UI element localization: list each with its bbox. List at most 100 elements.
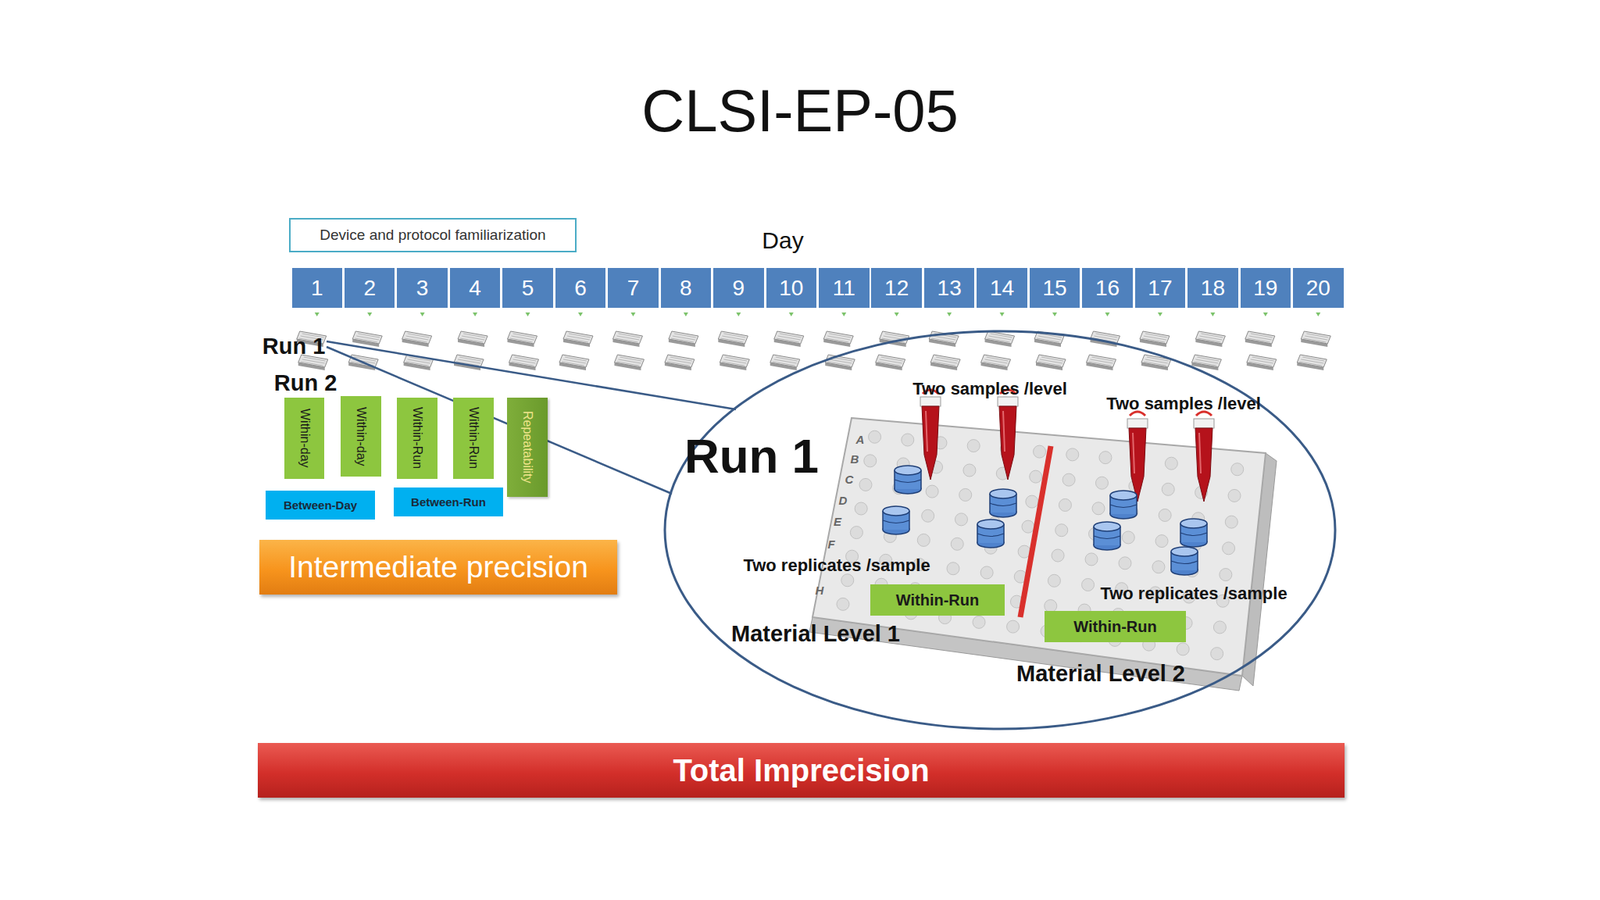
- replicate-cup: [989, 489, 1017, 518]
- plate-icon: [985, 331, 1015, 347]
- replicate-cup: [1171, 546, 1198, 575]
- plate-well: [963, 464, 976, 477]
- day-tick: [1157, 312, 1163, 317]
- day-tick: [420, 312, 425, 317]
- divider-line: [1020, 446, 1051, 618]
- plate-icon: [1296, 354, 1327, 371]
- plate-icon: [614, 354, 644, 371]
- day-tick: [1210, 312, 1215, 317]
- annotation-text: Day: [761, 227, 804, 254]
- day-tick: [1104, 312, 1110, 317]
- plate-top: [457, 331, 488, 344]
- plate-icon: [825, 354, 855, 371]
- component-box: Within-day: [284, 397, 325, 479]
- plate-grid: [561, 357, 587, 366]
- plate-icon: [1246, 354, 1277, 371]
- node-text: 16: [1095, 275, 1120, 301]
- cup-band: [894, 479, 922, 483]
- node-text: 11: [832, 275, 856, 301]
- day-box: 3: [396, 267, 448, 308]
- tube-cap: [1193, 418, 1215, 429]
- day-tick: [789, 312, 794, 317]
- plate-well: [980, 566, 993, 579]
- node-text: Run 1: [677, 428, 826, 484]
- cup-top: [1110, 490, 1137, 500]
- plate-well: [1095, 476, 1108, 490]
- node-text: 6: [574, 275, 587, 301]
- plate-grid: [1303, 333, 1329, 343]
- plate-grid: [776, 333, 802, 343]
- day-tick: [1000, 312, 1005, 317]
- annotation-text: Material Level 2: [1016, 660, 1186, 687]
- plate-grid: [987, 333, 1013, 343]
- plate-well: [1029, 470, 1043, 483]
- plate-icon: [1035, 354, 1066, 371]
- plate-well: [1228, 489, 1241, 502]
- node-text: 13: [937, 275, 962, 301]
- tube-body: [999, 406, 1017, 480]
- sample-tube: [997, 389, 1018, 480]
- tube-body: [921, 406, 940, 480]
- day-box: 9: [713, 267, 765, 308]
- plate-top: [774, 331, 804, 344]
- plate-top: [563, 331, 593, 344]
- plate-top: [509, 354, 540, 368]
- cup-top: [977, 519, 1004, 529]
- precision-band: Intermediate precision: [259, 539, 618, 595]
- node-text: 2: [363, 275, 376, 301]
- plate-well: [1021, 520, 1035, 533]
- plate-grid: [1193, 357, 1219, 366]
- day-box: 14: [976, 267, 1028, 308]
- replicate-cup: [1093, 521, 1121, 550]
- component-box: Within-Run: [453, 397, 494, 479]
- node-text: 17: [1147, 275, 1172, 301]
- plate-grid: [511, 357, 537, 366]
- day-box: 12: [871, 267, 922, 308]
- sample-tube: [1127, 411, 1148, 502]
- plate-well: [1155, 535, 1168, 548]
- plate-top: [1296, 354, 1327, 368]
- day-box: 7: [607, 267, 659, 308]
- plate-top: [559, 354, 590, 368]
- cup-top: [894, 465, 922, 475]
- plate-grid: [1088, 357, 1114, 366]
- plate-top: [348, 354, 379, 368]
- plate-well: [1121, 531, 1135, 544]
- node-text: 15: [1042, 275, 1067, 301]
- plate-icon: [1139, 331, 1170, 347]
- node-text: 14: [989, 275, 1015, 301]
- ellipse-shape: [664, 331, 1336, 729]
- plate-grid: [1249, 357, 1275, 366]
- replicate-cup: [977, 519, 1004, 548]
- annotation-text: Two samples /level: [1106, 393, 1261, 415]
- plate-well: [1152, 560, 1165, 574]
- plate-icon: [668, 331, 699, 347]
- day-box: 16: [1082, 267, 1133, 308]
- row-letter: A: [856, 432, 865, 447]
- tube-shine: [1132, 432, 1135, 474]
- plate-icon: [664, 354, 695, 371]
- plate-well: [1058, 498, 1072, 511]
- node-text: Intermediate precision: [288, 550, 589, 585]
- cup-band: [1110, 504, 1137, 508]
- day-box: 20: [1292, 267, 1344, 308]
- day-tick: [946, 312, 952, 317]
- day-box: 4: [450, 267, 501, 308]
- tube-cap: [1127, 418, 1148, 429]
- node-text: Within-day: [297, 408, 312, 468]
- day-tick: [735, 312, 741, 317]
- replicate-cup: [894, 465, 922, 494]
- plate-icon: [981, 354, 1011, 371]
- node-text: Between-Day: [283, 498, 358, 512]
- plate-top: [402, 331, 433, 344]
- cup-top: [882, 506, 910, 516]
- plate-top: [1139, 331, 1170, 344]
- node-text: 20: [1306, 275, 1331, 301]
- cup-band: [1093, 535, 1121, 540]
- plate-top: [1245, 331, 1275, 344]
- plate-icon: [774, 331, 804, 347]
- plate-well: [950, 537, 964, 550]
- plate-well: [1033, 445, 1047, 458]
- within-run-box: Within-Run: [870, 584, 1005, 616]
- plate-well: [836, 597, 850, 611]
